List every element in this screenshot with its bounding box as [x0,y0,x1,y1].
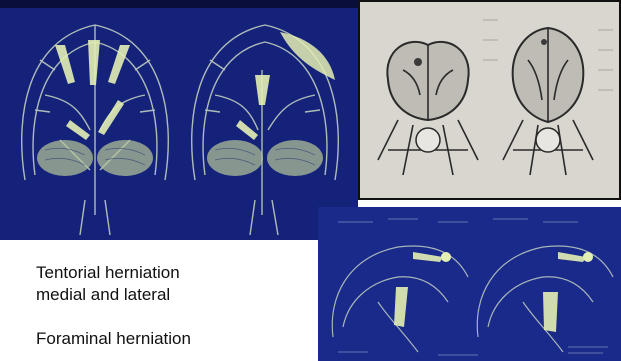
caption-block: Tentorial herniation medial and lateral … [36,262,306,350]
axial-brainstem-drawing [358,0,621,200]
caption-medial-lateral: medial and lateral [36,284,306,306]
caption-tentorial: Tentorial herniation [36,262,306,284]
caption-foraminal: Foraminal herniation [36,328,306,350]
coronal-herniation-drawing [0,0,358,240]
sagittal-herniation-drawing [318,207,621,361]
